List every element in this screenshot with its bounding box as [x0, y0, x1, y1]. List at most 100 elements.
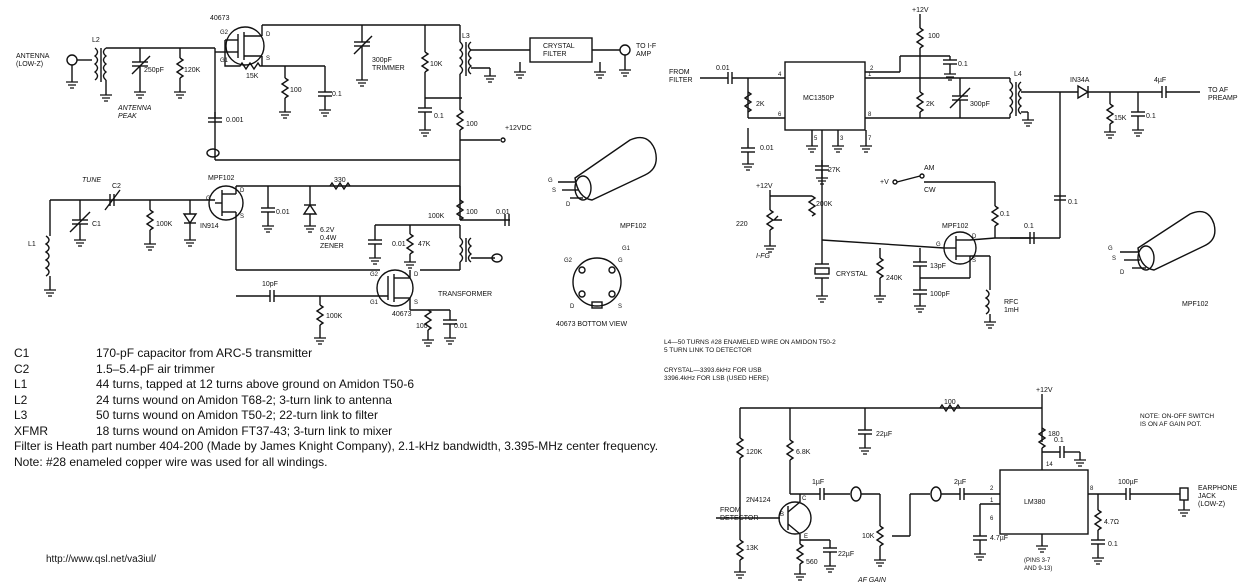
q3-g2-label: G2	[370, 272, 379, 278]
bfo-q-label: MPF102	[942, 223, 969, 230]
q-e-label: E	[804, 534, 808, 540]
mpf102-view-right-label: MPF102	[1182, 301, 1209, 308]
l2-coil	[93, 47, 108, 82]
c-01-pin-label: 27K	[828, 167, 841, 174]
c-001-label: 0.01	[276, 209, 290, 216]
note-text: 18 turns wound on Amidon FT37-43; 3-turn…	[96, 423, 393, 438]
l4-note: L4—50 TURNS #28 ENAMELED WIRE ON AMIDON …	[664, 339, 836, 354]
lm-pin1-label: 1	[990, 498, 994, 504]
c-4uf-label: 4µF	[1154, 77, 1166, 84]
bv-g-label: G	[618, 258, 623, 264]
c-01b-label: 0.1	[434, 113, 444, 120]
vcc-label: +12V	[912, 7, 929, 14]
tune-label: TUNE	[82, 177, 101, 184]
c2-label: C2	[112, 183, 121, 190]
amp-vcc-label: +12V	[1036, 387, 1053, 394]
c-01-amp-label: 0.1	[1054, 437, 1064, 444]
q3-s-label: S	[414, 300, 418, 306]
mosfet-bottom-view	[572, 257, 622, 309]
pkg2-g-label: G	[1108, 246, 1113, 252]
q2-d-label: D	[240, 188, 245, 194]
pkg-s-label: S	[552, 188, 556, 194]
r-15k-label: 15K	[246, 73, 259, 80]
note-text: 50 turns wound on Amidon T50-2; 22-turn …	[96, 408, 378, 422]
r-240k-label: 240K	[886, 275, 903, 282]
if-output-jack-icon	[619, 44, 631, 56]
mc1350p-label: MC1350P	[803, 95, 834, 102]
note-text: 24 turns wound on Amidon T68-2; 3-turn l…	[96, 392, 392, 407]
q3-g1-label: G1	[370, 300, 379, 306]
d-in914-label: IN914	[200, 223, 219, 230]
q2-s-label: S	[240, 214, 244, 220]
note-ref: L2	[14, 392, 28, 407]
pin2-label: 2	[870, 66, 874, 72]
pin8-label: 8	[868, 112, 872, 118]
c-01-det-label: 0.1	[1146, 113, 1156, 120]
q3-label: 40673	[392, 311, 412, 318]
c-01-bfo-label: 0.1	[1024, 223, 1034, 230]
source-url[interactable]: http://www.qsl.net/va3iul/	[46, 554, 157, 565]
bv-d-label: D	[570, 304, 575, 310]
r-100-label: 100	[290, 87, 302, 94]
c-22uf-top-label: 22µF	[876, 431, 892, 438]
pin14-label: 14	[1046, 462, 1053, 468]
q3-mosfet-symbol	[376, 269, 414, 307]
q1-label: 40673	[210, 15, 230, 22]
r-2k-label: 2K	[756, 101, 765, 108]
note-ref: XFMR	[14, 423, 48, 438]
bv-g1-label: G1	[622, 246, 631, 252]
left-rf-mixer-schematic: ANTENNA(LOW-Z)	[16, 15, 657, 347]
vdc-label: +12VDC	[505, 125, 532, 132]
r-100b-label: 100	[466, 121, 478, 128]
bottom-view-label: 40673 BOTTOM VIEW	[556, 321, 627, 328]
r-180-label: 180	[1048, 431, 1060, 438]
c-001b-label: 0.01	[392, 241, 406, 248]
q2-label: MPF102	[208, 175, 235, 182]
r-47k-label: 47K	[418, 241, 431, 248]
bfo-g-label: G	[936, 242, 941, 248]
pin3-label: 3	[840, 136, 844, 142]
c-001c-label: 0.01	[496, 209, 510, 216]
pot-10k-label: 10K	[862, 533, 875, 540]
q2-g-label: G	[206, 196, 211, 202]
l2-label: L2	[92, 37, 100, 44]
antenna-jack-icon	[66, 54, 92, 89]
l4-label: L4	[1014, 71, 1022, 78]
note-ref: C2	[14, 361, 30, 376]
wire-note: Note: #28 enameled copper wire was used …	[14, 454, 328, 469]
c-0001-label: 0.001	[226, 117, 244, 124]
r-200k-label: 220	[736, 221, 748, 228]
pkg-g-label: G	[548, 178, 553, 184]
if-gain-label: I-FG	[756, 253, 771, 260]
cw-label: CW	[924, 187, 936, 194]
q2-jfet-symbol	[208, 185, 244, 221]
transformer-label: TRANSFORMER	[438, 291, 492, 298]
q3-d-label: D	[414, 272, 419, 278]
note-text: 44 turns, tapped at 12 turns above groun…	[96, 377, 414, 391]
vcc2-label: +12V	[756, 183, 773, 190]
mpf102-package-drawing-right	[1120, 210, 1216, 271]
r-2k-b-label: 2K	[926, 101, 935, 108]
c-001-in-label: 0.01	[716, 65, 730, 72]
pkg2-d-label: D	[1120, 270, 1125, 276]
pin5-label: 5	[814, 136, 818, 142]
r-10k-label: 10K	[430, 61, 443, 68]
c-22uf-bot-label: 22µF	[838, 551, 854, 558]
pin7-label: 7	[868, 136, 872, 142]
c-100pf-label: 100pF	[930, 291, 950, 298]
pkg2-s-label: S	[1112, 256, 1116, 262]
c-001-b-label: 0.01	[760, 145, 774, 152]
c-01-label: 0.1	[332, 91, 342, 98]
q1-s-label: S	[266, 56, 270, 62]
pin1-label: 1	[868, 72, 872, 78]
